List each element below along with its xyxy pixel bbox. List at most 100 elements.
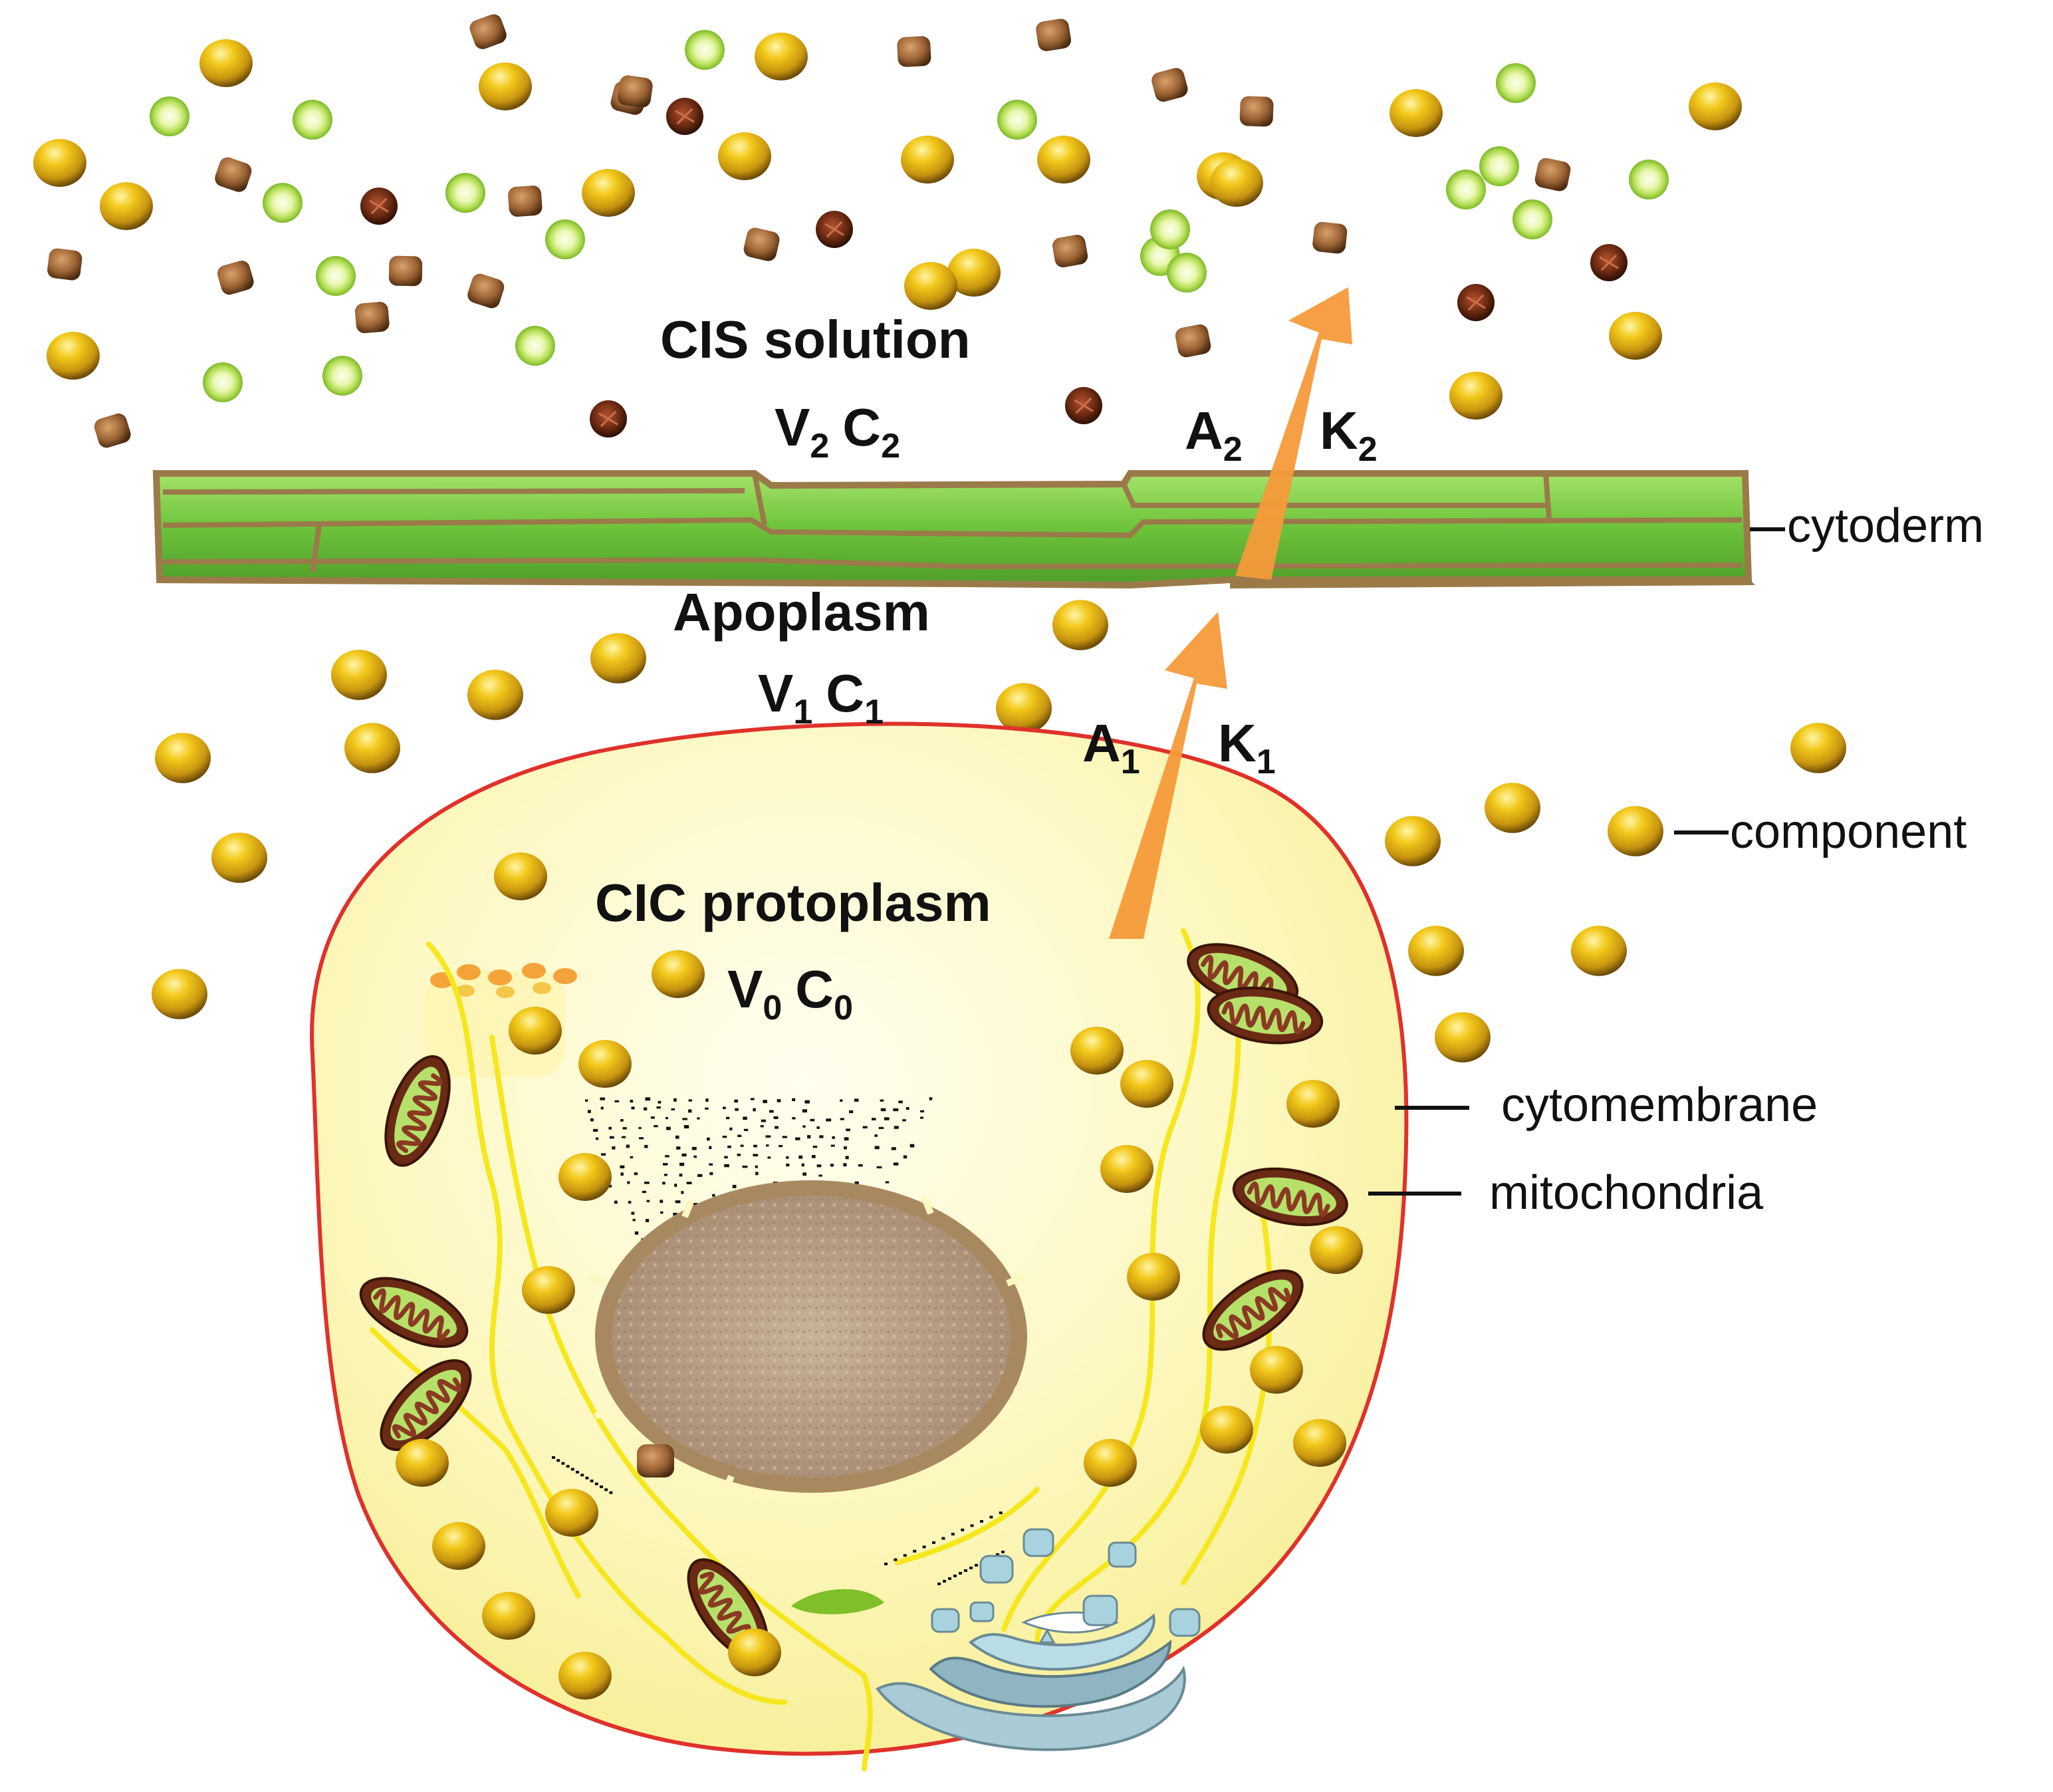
- c1-sub: 1: [864, 693, 884, 731]
- component-particle: [1120, 1060, 1173, 1108]
- component-particle: [1310, 1226, 1363, 1274]
- er-dot: [819, 1135, 824, 1138]
- component-particle: [1408, 926, 1464, 976]
- ring-particle: [316, 256, 356, 296]
- component-particle: [1389, 89, 1443, 137]
- er-dot: [786, 1156, 789, 1159]
- k2-sub: 2: [1358, 430, 1378, 469]
- er-dot: [792, 1098, 796, 1102]
- er-dot: [832, 1136, 835, 1139]
- component-particle: [1293, 1419, 1346, 1467]
- component-particle: [1286, 1080, 1340, 1128]
- er-dot: [697, 1174, 703, 1177]
- er-dot: [891, 1147, 896, 1150]
- er-dot: [826, 1118, 832, 1122]
- component-particle: [582, 169, 635, 217]
- component-particle: [1200, 1406, 1253, 1454]
- er-dot: [906, 1107, 909, 1110]
- er-dot: [920, 1116, 923, 1119]
- er-dot: [608, 1126, 612, 1130]
- er-dot: [964, 1569, 967, 1572]
- a2-main: A: [1185, 401, 1223, 460]
- component-particle: [1790, 723, 1846, 773]
- er-dot: [818, 1174, 822, 1177]
- er-dot: [884, 1563, 888, 1565]
- cube-particle: [388, 255, 423, 287]
- er-dot: [634, 1172, 638, 1176]
- component-particle: [331, 650, 387, 700]
- er-dot: [810, 1118, 815, 1122]
- er-dot: [594, 1482, 598, 1485]
- ring-particle: [1512, 199, 1552, 239]
- cube-particle: [1312, 221, 1348, 254]
- er-dot: [620, 1165, 625, 1169]
- ring-particle: [293, 100, 332, 140]
- er-dot: [874, 1146, 880, 1150]
- er-dot: [650, 1116, 655, 1119]
- er-dot: [679, 1162, 685, 1166]
- cube-particle: [47, 248, 82, 281]
- er-dot: [660, 1200, 664, 1204]
- er-dot: [683, 1125, 689, 1129]
- cytomembrane-label: cytomembrane: [1501, 1079, 1818, 1132]
- cube-particle: [1151, 68, 1188, 102]
- v1-sub: 1: [793, 693, 812, 731]
- er-dot: [671, 1108, 675, 1110]
- er-dot: [609, 1184, 612, 1188]
- er-dot: [723, 1106, 726, 1110]
- component-particle: [155, 733, 211, 783]
- er-dot: [665, 1155, 669, 1158]
- er-dot: [735, 1108, 739, 1111]
- er-dot: [709, 1146, 712, 1150]
- er-dot: [767, 1156, 771, 1159]
- er-dot: [707, 1137, 710, 1141]
- ring-particle: [545, 219, 585, 259]
- er-dot: [725, 1116, 730, 1120]
- component-particle: [545, 1489, 598, 1537]
- component-particle: [509, 1007, 562, 1055]
- er-dot: [913, 1549, 917, 1553]
- k1-label: K1: [1218, 713, 1276, 781]
- component-particle: [718, 132, 771, 180]
- er-dot: [980, 1520, 983, 1523]
- component-particle: [558, 1153, 612, 1201]
- a1-label: A1: [1082, 713, 1140, 781]
- er-dot: [777, 1098, 781, 1102]
- er-dot: [743, 1116, 747, 1120]
- component-particle: [1210, 159, 1263, 207]
- er-dot: [614, 1200, 618, 1204]
- er-dot: [801, 1163, 804, 1167]
- er-dot: [961, 1528, 965, 1531]
- component-particle: [1609, 312, 1662, 360]
- component-particle: [494, 852, 547, 900]
- component-particle: [1084, 1439, 1137, 1487]
- component-particle: [1250, 1346, 1303, 1394]
- ring-particle: [445, 173, 485, 213]
- er-dot: [932, 1541, 935, 1544]
- er-dot: [737, 1154, 741, 1156]
- v1-main: V: [758, 664, 793, 723]
- er-dot: [1001, 1551, 1005, 1553]
- er-dot: [561, 1462, 565, 1465]
- er-dot: [627, 1181, 630, 1184]
- cube-particle: [508, 186, 543, 217]
- component-particle: [1127, 1253, 1180, 1301]
- er-dot: [795, 1137, 800, 1140]
- er-dot: [903, 1554, 907, 1557]
- er-dot: [766, 1144, 769, 1147]
- er-dot: [773, 1116, 779, 1119]
- er-dot: [989, 1515, 993, 1519]
- k2-label: K2: [1320, 401, 1378, 469]
- er-dot: [688, 1099, 692, 1102]
- er-dot: [620, 1118, 624, 1122]
- k2-main: K: [1320, 401, 1358, 460]
- er-dot: [638, 1137, 644, 1140]
- er-dot: [679, 1174, 683, 1177]
- er-dot: [705, 1107, 709, 1110]
- component-particle: [33, 139, 86, 187]
- er-dot: [849, 1110, 854, 1114]
- er-dot: [709, 1163, 713, 1166]
- component-particle: [996, 683, 1052, 733]
- ring-particle: [263, 183, 302, 223]
